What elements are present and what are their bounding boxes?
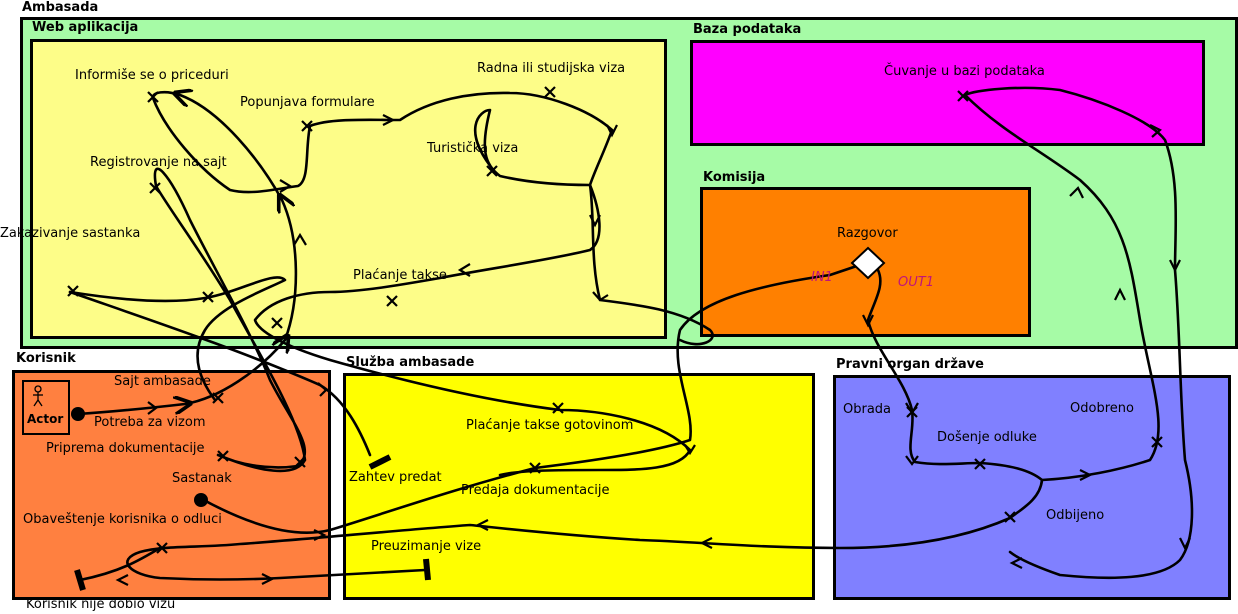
label-odbijeno: Odbijeno: [1046, 508, 1105, 523]
region-sluzba-ambasade-title: Služba ambasade: [346, 355, 475, 370]
actor-label: Actor: [27, 412, 64, 426]
region-baza-podataka-title: Baza podataka: [693, 22, 802, 37]
label-priprema: Priprema dokumentacije: [46, 441, 205, 456]
label-sajt: Sajt ambasade: [114, 374, 211, 389]
label-potreba: Potreba za vizom: [94, 415, 206, 430]
label-cuvanje: Čuvanje u bazi podataka: [884, 64, 1045, 79]
label-in1: IN1: [811, 270, 833, 285]
label-out1: OUT1: [898, 275, 934, 290]
label-placanje-gotovinom: Plaćanje takse gotovinom: [466, 418, 634, 433]
label-turisticka: Turistička viza: [427, 141, 519, 156]
label-dosenje: Došenje odluke: [937, 430, 1037, 445]
region-web-aplikacija-title: Web aplikacija: [32, 20, 139, 35]
region-pravni-organ: [833, 375, 1231, 600]
region-pravni-organ-title: Pravni organ države: [836, 357, 984, 372]
region-komisija: [700, 187, 1031, 337]
label-zahtev: Zahtev predat: [349, 470, 442, 485]
label-obavestenje: Obaveštenje korisnika o odluci: [23, 512, 222, 527]
actor-box[interactable]: Actor: [22, 380, 70, 435]
label-predaja: Predaja dokumentacije: [461, 483, 610, 498]
region-ambasada-title: Ambasada: [22, 0, 99, 15]
label-informise: Informiše se o priceduri: [75, 68, 229, 83]
region-web-aplikacija: [30, 39, 667, 339]
region-korisnik-title: Korisnik: [16, 351, 76, 366]
region-komisija-title: Komisija: [703, 170, 766, 185]
label-popunjava: Popunjava formulare: [240, 95, 375, 110]
region-baza-podataka: [690, 40, 1205, 146]
label-placanje-takse: Plaćanje takse: [353, 268, 447, 283]
label-preuzimanje: Preuzimanje vize: [371, 539, 482, 554]
label-registrovanje: Registrovanje na sajt: [90, 155, 227, 170]
label-zakazivanje: Zakazivanje sastanka: [0, 226, 141, 241]
stick-figure-icon: [33, 385, 43, 407]
label-nije-dobio: Korisnik nije dobio vizu: [26, 597, 176, 612]
label-razgovor: Razgovor: [837, 226, 898, 241]
label-odobreno: Odobreno: [1070, 401, 1134, 416]
label-obrada: Obrada: [843, 402, 892, 417]
label-radna: Radna ili studijska viza: [477, 61, 626, 76]
label-sastanak: Sastanak: [172, 471, 232, 486]
